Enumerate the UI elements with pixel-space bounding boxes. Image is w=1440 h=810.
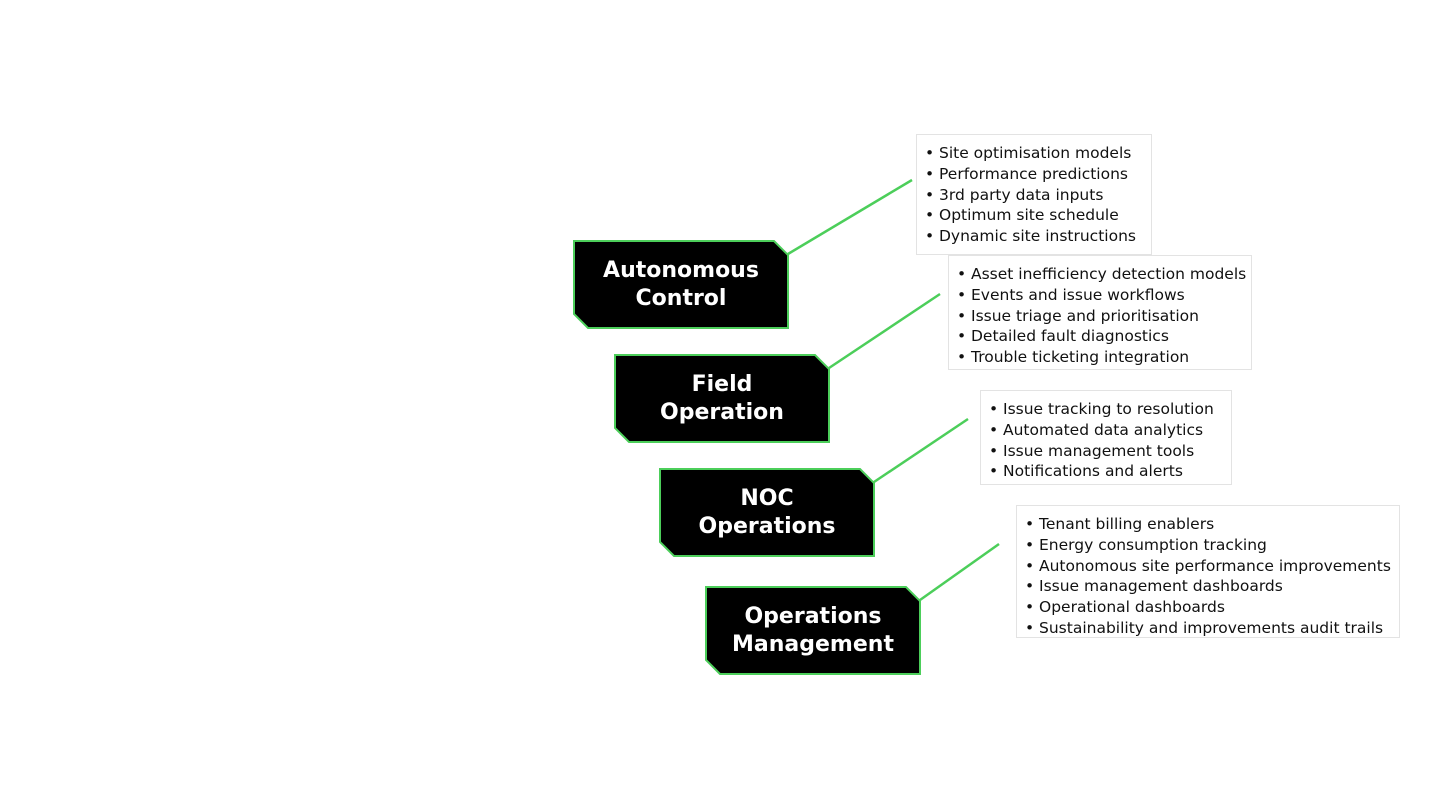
stage-detail-list-autonomous-control: Site optimisation models Performance pre… [916, 134, 1152, 255]
list-item: Performance predictions [925, 164, 1141, 185]
connector-line-operations-management [919, 542, 1000, 602]
stage-detail-list-noc-operations: Issue tracking to resolution Automated d… [980, 390, 1232, 485]
list-item: Automated data analytics [989, 420, 1221, 441]
stage-box-noc-operations [659, 468, 875, 557]
list-item: Dynamic site instructions [925, 226, 1141, 247]
list-item: Events and issue workflows [957, 285, 1241, 306]
list-item: Issue management dashboards [1025, 576, 1389, 597]
list-item: Optimum site schedule [925, 205, 1141, 226]
list-item: Energy consumption tracking [1025, 535, 1389, 556]
list-item: Issue triage and prioritisation [957, 306, 1241, 327]
connector-line-noc-operations [873, 417, 969, 484]
stage-box-field-operation [614, 354, 830, 443]
list-item: Site optimisation models [925, 143, 1141, 164]
list-item: Operational dashboards [1025, 597, 1389, 618]
list-item: 3rd party data inputs [925, 185, 1141, 206]
connector-line-autonomous-control [787, 178, 913, 256]
list-item: Detailed fault diagnostics [957, 326, 1241, 347]
list-item: Sustainability and improvements audit tr… [1025, 618, 1389, 639]
stage-box-autonomous-control [573, 240, 789, 329]
list-item: Issue management tools [989, 441, 1221, 462]
list-item: Issue tracking to resolution [989, 399, 1221, 420]
stage-detail-list-field-operation: Asset inefficiency detection models Even… [948, 255, 1252, 370]
stage-detail-list-operations-management: Tenant billing enablers Energy consumpti… [1016, 505, 1400, 639]
stage-boxes [573, 240, 921, 675]
list-item: Trouble ticketing integration [957, 347, 1241, 368]
stage-box-operations-management [705, 586, 921, 675]
list-item: Autonomous site performance improvements [1025, 556, 1391, 577]
list-item: Asset inefficiency detection models [957, 264, 1246, 285]
list-item: Tenant billing enablers [1025, 514, 1389, 535]
connector-lines [787, 178, 1000, 602]
list-item: Notifications and alerts [989, 461, 1221, 482]
connector-line-field-operation [828, 292, 941, 370]
